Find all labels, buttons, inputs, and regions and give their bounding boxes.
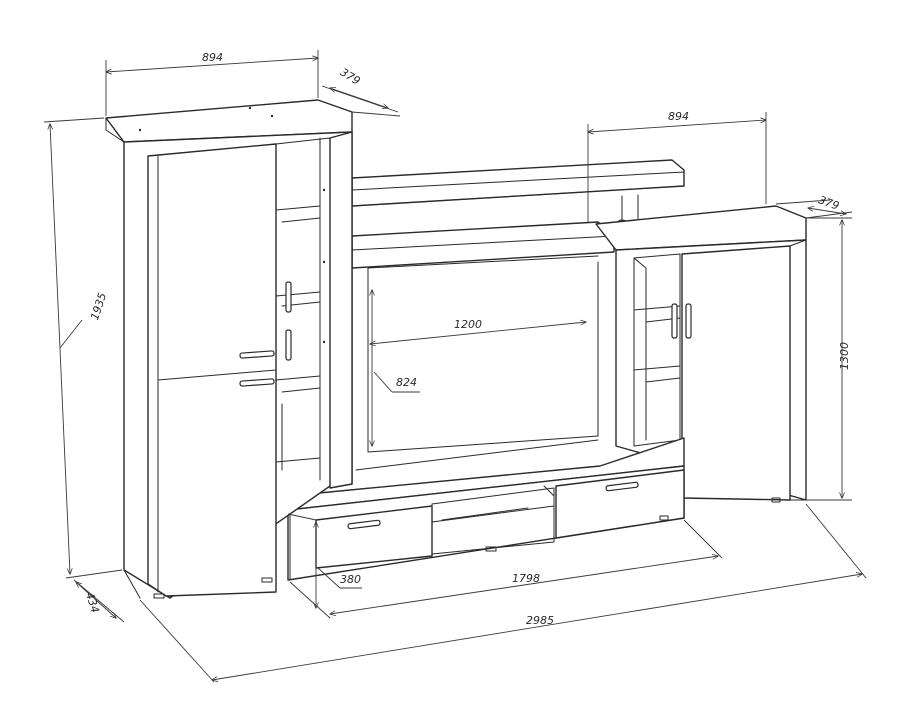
handle-icon [285,329,292,361]
dim-right-width-label: 894 [668,110,689,123]
dim-right-height: 1300 [806,217,852,501]
top-shelf [351,159,685,207]
left-cabinet [105,99,353,599]
handle-icon [685,303,692,339]
dim-tv-stand-width-label: 1798 [512,572,540,585]
dim-base-depth: 434 [73,579,125,623]
dim-right-width: 894 [588,110,766,222]
dim-left-depth-label: 379 [338,66,363,88]
dim-total-width: 2985 [139,503,867,683]
handle-icon [671,303,678,339]
dim-drawer-height-label: 380 [340,573,361,586]
middle-shelf [351,221,615,269]
dim-right-height-label: 1300 [838,342,851,370]
dim-niche-width: 1200 [370,318,586,344]
dim-total-width-label: 2985 [526,614,554,627]
handle-icon [239,350,275,359]
handle-icon [347,519,381,530]
dim-niche-height-label: 824 [396,376,417,389]
tv-stand [287,437,685,581]
dim-niche-width-label: 1200 [454,318,482,331]
tv-niche [367,255,599,453]
dim-left-width-label: 894 [202,51,223,64]
right-cabinet [595,205,807,503]
dim-left-width: 894 [106,50,318,116]
dim-niche-height: 824 [372,290,420,446]
dim-base-depth-label: 434 [83,591,102,615]
handle-icon [239,378,275,387]
handle-icon [285,281,292,313]
handle-icon [605,481,639,492]
dim-total-height: 1935 [43,117,123,579]
dim-total-height-label: 1935 [88,291,109,322]
